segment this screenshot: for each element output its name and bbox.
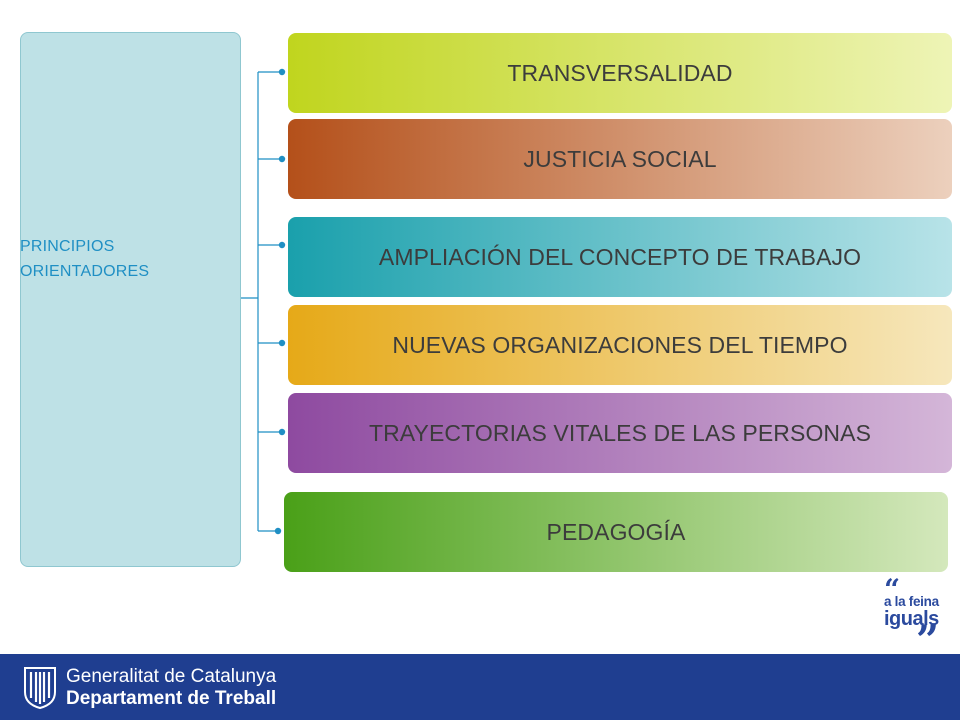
footer-title: Generalitat de Catalunya — [66, 666, 277, 687]
footer-bar: Generalitat de Catalunya Departament de … — [0, 654, 960, 720]
connector-dot — [278, 155, 286, 163]
root-label-line1: PRINCIPIOS — [20, 238, 115, 255]
quote-open-icon: “ — [884, 573, 901, 606]
quote-close-icon: ” — [916, 617, 940, 664]
branch-organizaciones-tiempo: NUEVAS ORGANIZACIONES DEL TIEMPO — [288, 305, 952, 385]
branch-trayectorias-vitales: TRAYECTORIAS VITALES DE LAS PERSONAS — [288, 393, 952, 473]
branch-transversalidad: TRANSVERSALIDAD — [288, 33, 952, 113]
branch-label: AMPLIACIÓN DEL CONCEPTO DE TRABAJO — [378, 243, 862, 270]
footer-department: Departament de Treball — [66, 688, 277, 709]
generalitat-emblem-icon — [24, 667, 56, 710]
root-node — [20, 32, 241, 567]
connector-dot — [278, 68, 286, 76]
root-label-line2: ORIENTADORES — [20, 263, 150, 280]
branch-label: JUSTICIA SOCIAL — [523, 145, 717, 172]
connector-dot — [278, 339, 286, 347]
branch-label: TRANSVERSALIDAD — [507, 59, 733, 86]
branch-ampliacion-trabajo: AMPLIACIÓN DEL CONCEPTO DE TRABAJO — [288, 217, 952, 297]
a-la-feina-iguals-logo: “ a la feina iguals ” — [880, 573, 952, 661]
branch-label: PEDAGOGÍA — [546, 518, 686, 545]
branch-label: NUEVAS ORGANIZACIONES DEL TIEMPO — [392, 331, 848, 358]
connector-dot — [274, 527, 282, 535]
logo-line1: a la feina — [884, 594, 939, 609]
logo-line2: iguals — [884, 608, 939, 630]
connector-dot — [278, 241, 286, 249]
branch-pedagogia: PEDAGOGÍA — [284, 492, 948, 572]
branch-justicia-social: JUSTICIA SOCIAL — [288, 119, 952, 199]
connector-dot — [278, 428, 286, 436]
root-label: PRINCIPIOS ORIENTADORES — [20, 234, 220, 284]
branch-label: TRAYECTORIAS VITALES DE LAS PERSONAS — [368, 419, 872, 446]
